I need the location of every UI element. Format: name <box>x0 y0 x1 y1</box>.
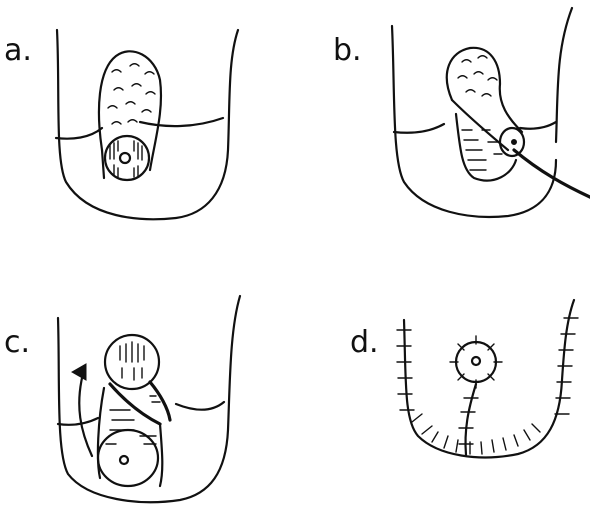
panel-b-suture <box>514 150 590 198</box>
panel-b-flap <box>447 48 522 132</box>
panel-c-hatching <box>106 342 160 444</box>
panel-b-inner-edge <box>394 122 556 133</box>
panel-c: c. <box>4 296 240 502</box>
panel-b-label: b. <box>333 33 362 68</box>
panel-b-meatus <box>512 140 517 145</box>
panel-d-label: d. <box>350 325 379 360</box>
panel-b: b. <box>333 8 590 217</box>
panel-a-inner-edge <box>56 118 223 139</box>
panel-c-label: c. <box>4 325 30 360</box>
panel-a-label: a. <box>4 33 32 68</box>
panel-a-meatus <box>120 153 130 163</box>
panel-a-flap <box>99 51 161 170</box>
panel-a-flap-left <box>102 150 104 178</box>
panel-c-rotation-arrow <box>79 378 92 456</box>
panel-b-contour <box>392 8 572 217</box>
panel-d-meatus <box>472 357 480 365</box>
panel-c-arrowhead <box>72 364 86 380</box>
panel-a: a. <box>4 30 238 219</box>
panel-c-contour <box>58 296 240 502</box>
panel-d-suture-line <box>404 300 574 457</box>
panel-d: d. <box>350 300 578 457</box>
panel-d-stitches <box>397 318 578 454</box>
panel-c-meatus <box>120 456 128 464</box>
